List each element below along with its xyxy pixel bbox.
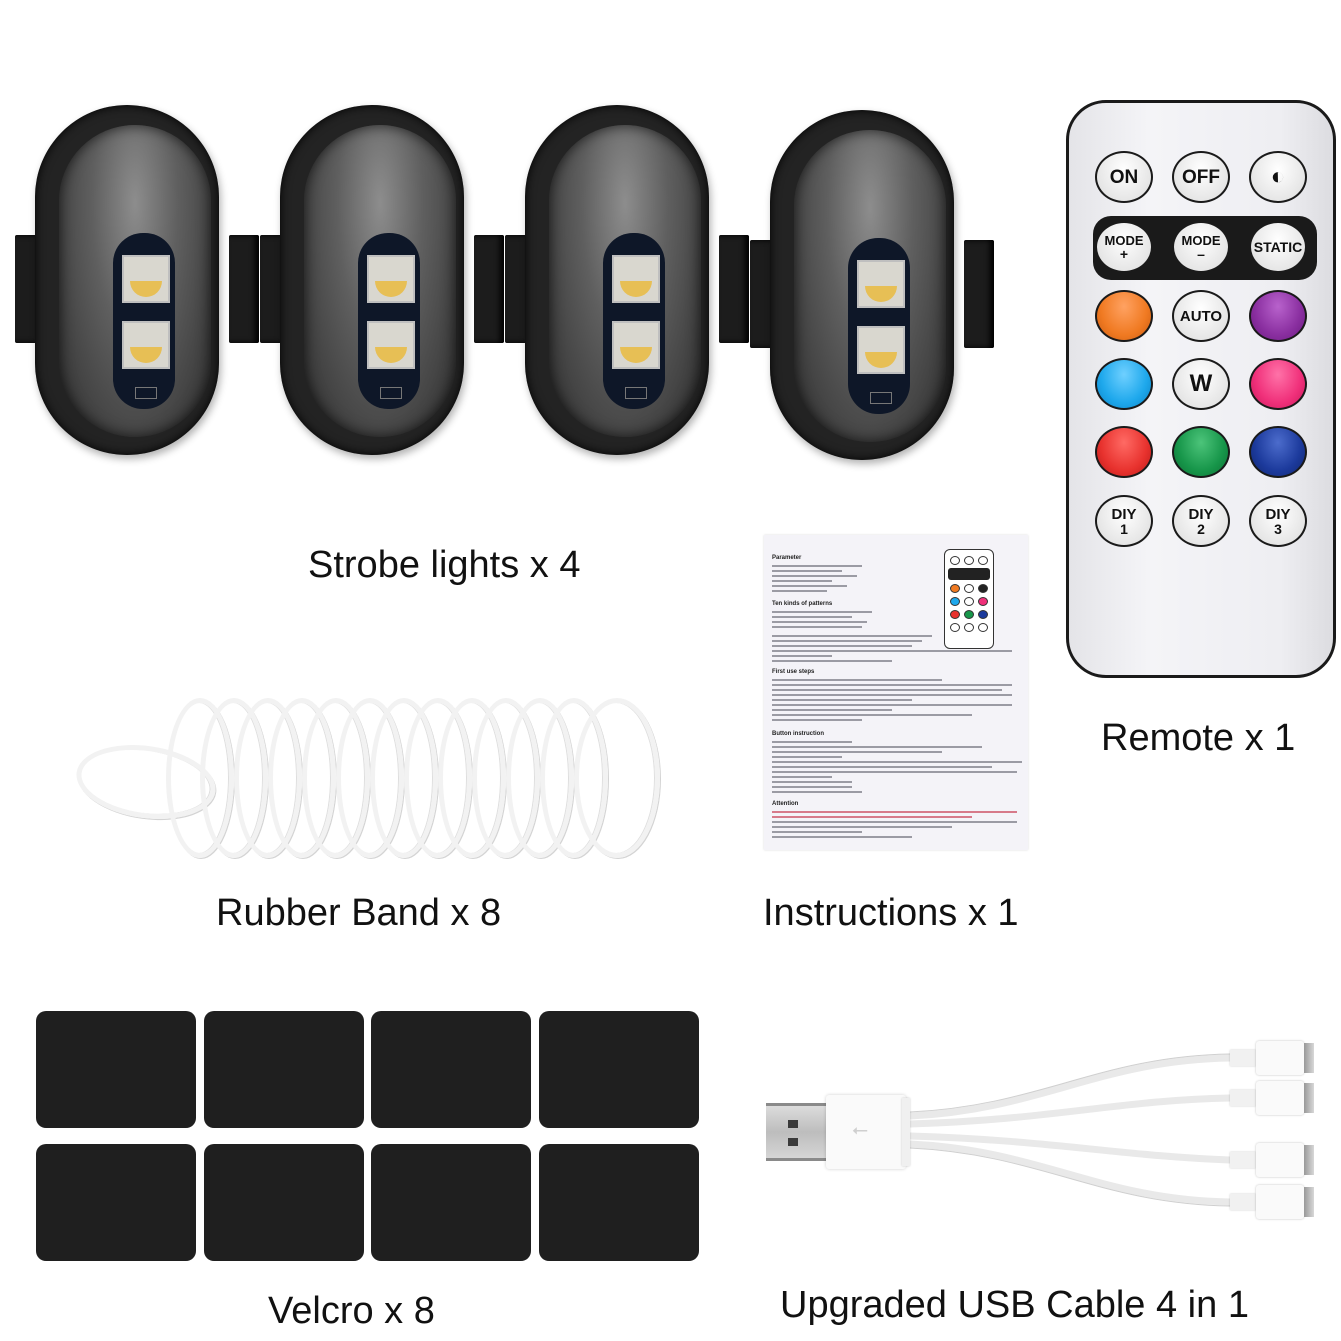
off-button[interactable]: OFF — [1172, 151, 1230, 203]
brightness-icon: ◐ — [1270, 163, 1286, 190]
velcro-pad — [371, 1011, 531, 1128]
strobe-lights-caption: Strobe lights x 4 — [308, 544, 581, 586]
orange-color-button[interactable] — [1095, 290, 1153, 342]
diy-label: DIY — [1111, 505, 1137, 523]
brightness-button[interactable]: ◐ — [1249, 151, 1307, 203]
section-heading: Ten kinds of patterns — [772, 601, 833, 607]
auto-button[interactable]: AUTO — [1172, 290, 1230, 342]
on-button[interactable]: ON — [1095, 151, 1153, 203]
velcro-pad — [371, 1144, 531, 1261]
micro-usb-connector — [1256, 1081, 1304, 1115]
usb-cable-caption: Upgraded USB Cable 4 in 1 — [780, 1284, 1249, 1326]
diy3-number: 3 — [1274, 520, 1282, 537]
micro-usb-tip — [1304, 1083, 1314, 1113]
led-icon — [367, 255, 415, 303]
dark-blue-color-button[interactable] — [1249, 426, 1307, 478]
micro-usb-connector — [1256, 1143, 1304, 1177]
diy-label: DIY — [1265, 505, 1291, 523]
section-heading: First use steps — [772, 669, 815, 675]
micro-usb-neck — [1230, 1090, 1256, 1106]
usb-plug-housing: ⭠ — [826, 1095, 906, 1169]
led-icon — [857, 260, 905, 308]
pink-color-button[interactable] — [1249, 358, 1307, 410]
led-icon — [612, 321, 660, 369]
mode-plus-button[interactable]: MODE+ — [1095, 221, 1153, 273]
blue-color-button[interactable] — [1095, 358, 1153, 410]
mode-minus-label: MODE — [1181, 232, 1221, 248]
static-button[interactable]: STATIC — [1249, 221, 1307, 273]
plus-label: + — [1119, 245, 1129, 262]
diy-label: DIY — [1188, 505, 1214, 523]
static-label: STATIC — [1253, 239, 1303, 255]
diy1-number: 1 — [1120, 520, 1128, 537]
micro-usb-neck — [1230, 1194, 1256, 1210]
led-icon — [122, 321, 170, 369]
strobe-light — [750, 110, 994, 480]
rubber-band-caption: Rubber Band x 8 — [216, 892, 502, 934]
velcro-pad — [204, 1011, 364, 1128]
mode-minus-button[interactable]: MODE– — [1172, 221, 1230, 273]
velcro-pad — [36, 1144, 196, 1261]
mount-clip — [719, 235, 749, 343]
mount-clip — [229, 235, 259, 343]
instructions-sheet: Parameter Ten kinds of patterns First us… — [764, 535, 1028, 850]
section-heading: Button instruction — [772, 731, 824, 737]
strobe-light — [15, 105, 259, 475]
mount-clip — [964, 240, 994, 348]
w-label: W — [1189, 370, 1213, 397]
red-color-button[interactable] — [1095, 426, 1153, 478]
velcro-pad — [539, 1144, 699, 1261]
usb-a-plug — [766, 1103, 826, 1161]
velcro-caption: Velcro x 8 — [268, 1290, 435, 1332]
micro-usb-tip — [1304, 1145, 1314, 1175]
auto-label: AUTO — [1179, 307, 1223, 325]
micro-usb-tip — [1304, 1043, 1314, 1073]
mode-plus-label: MODE — [1104, 232, 1144, 248]
strobe-light — [260, 105, 504, 475]
micro-usb-neck — [1230, 1050, 1256, 1066]
velcro-pad — [36, 1011, 196, 1128]
velcro-pad — [539, 1011, 699, 1128]
white-button[interactable]: W — [1172, 358, 1230, 410]
micro-usb-tip — [1304, 1187, 1314, 1217]
usb-collar — [902, 1098, 910, 1166]
strobe-light — [505, 105, 749, 475]
minus-label: – — [1197, 245, 1205, 262]
section-heading: Attention — [772, 801, 799, 807]
section-heading: Parameter — [772, 555, 802, 561]
usb-symbol-icon: ⭠ — [852, 1119, 868, 1141]
instructions-caption: Instructions x 1 — [763, 892, 1019, 934]
off-label: OFF — [1182, 166, 1220, 188]
led-icon — [122, 255, 170, 303]
rubber-band — [574, 698, 660, 858]
mini-remote-diagram — [944, 549, 994, 649]
purple-color-button[interactable] — [1249, 290, 1307, 342]
velcro-pad — [204, 1144, 364, 1261]
mount-clip — [474, 235, 504, 343]
green-color-button[interactable] — [1172, 426, 1230, 478]
led-icon — [612, 255, 660, 303]
micro-usb-connector — [1256, 1185, 1304, 1219]
on-label: ON — [1109, 166, 1139, 188]
micro-usb-connector — [1256, 1041, 1304, 1075]
remote-caption: Remote x 1 — [1101, 717, 1296, 759]
diy2-number: 2 — [1197, 520, 1205, 537]
cable-wires — [906, 1053, 1234, 1207]
led-icon — [367, 321, 415, 369]
led-icon — [857, 326, 905, 374]
micro-usb-neck — [1230, 1152, 1256, 1168]
